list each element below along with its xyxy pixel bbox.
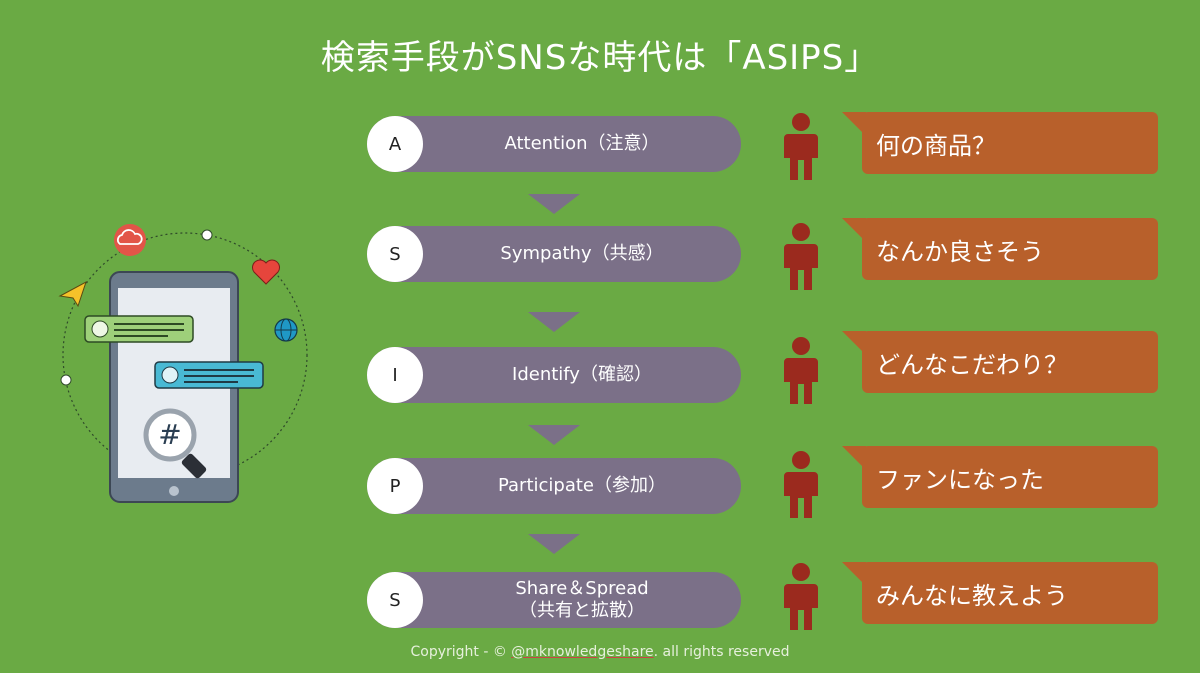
person-icon bbox=[784, 563, 818, 630]
chat-bubble-green-icon bbox=[84, 315, 194, 343]
chevron-down-icon bbox=[528, 534, 580, 554]
step-sympathy: S Sympathy（共感） bbox=[367, 226, 741, 282]
step-letter: P bbox=[367, 458, 423, 514]
step-attention: A Attention（注意） bbox=[367, 116, 741, 172]
step-label: Identify（確認） bbox=[512, 364, 652, 385]
chat-bubble-blue-icon bbox=[154, 361, 264, 389]
speech-bubble: 何の商品？ bbox=[842, 112, 1158, 174]
person-icon bbox=[784, 223, 818, 290]
step-letter: S bbox=[367, 572, 423, 628]
copyright-notice: Copyright - © @mknowledgeshare. all righ… bbox=[410, 644, 790, 660]
svg-text:#: # bbox=[158, 418, 181, 451]
chevron-down-icon bbox=[528, 194, 580, 214]
step-letter: A bbox=[367, 116, 423, 172]
step-letter: S bbox=[367, 226, 423, 282]
copyright-handle: @mknowledgeshare bbox=[511, 644, 654, 660]
orbit-dot-left bbox=[60, 374, 72, 386]
phone-home-button bbox=[169, 486, 179, 496]
step-share-spread: S Share＆Spread（共有と拡散） bbox=[367, 572, 741, 628]
person-icon bbox=[784, 451, 818, 518]
chevron-down-icon bbox=[528, 312, 580, 332]
step-letter: I bbox=[367, 347, 423, 403]
orbit-dot-top bbox=[201, 229, 213, 241]
step-label: Share＆Spread（共有と拡散） bbox=[515, 578, 649, 621]
cloud-icon bbox=[114, 224, 146, 256]
speech-bubble: ファンになった bbox=[842, 446, 1158, 508]
paper-plane-icon bbox=[58, 280, 87, 308]
globe-icon bbox=[274, 318, 298, 342]
speech-bubble: なんか良さそう bbox=[842, 218, 1158, 280]
chevron-down-icon bbox=[528, 425, 580, 445]
step-participate: P Participate（参加） bbox=[367, 458, 741, 514]
step-identify: I Identify（確認） bbox=[367, 347, 741, 403]
person-icon bbox=[784, 337, 818, 404]
speech-bubble: みんなに教えよう bbox=[842, 562, 1158, 624]
page-title: 検索手段がSNSな時代は「ASIPS」 bbox=[320, 38, 880, 78]
step-label: Sympathy（共感） bbox=[500, 243, 664, 264]
step-label: Attention（注意） bbox=[504, 133, 660, 154]
heart-icon bbox=[252, 259, 280, 285]
person-icon bbox=[784, 113, 818, 180]
magnifier-hashtag-icon: # bbox=[143, 408, 207, 479]
speech-bubble: どんなこだわり？ bbox=[842, 331, 1158, 393]
step-label: Participate（参加） bbox=[497, 475, 667, 496]
sns-phone-illustration: # bbox=[58, 224, 308, 503]
